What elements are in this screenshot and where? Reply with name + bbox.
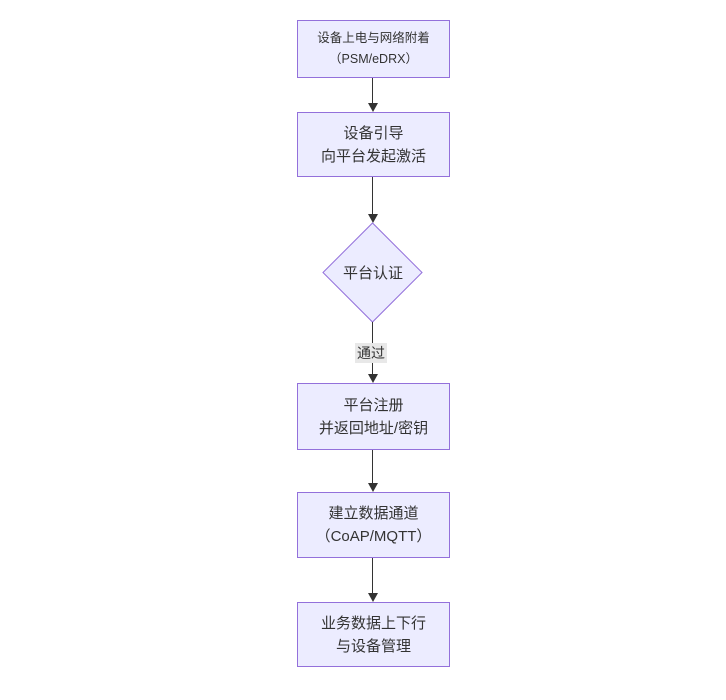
- edge-line: [372, 558, 373, 593]
- arrowhead-icon: [368, 103, 378, 112]
- node-business-data-mgmt: 业务数据上下行 与设备管理: [297, 602, 450, 667]
- node-text-line: 向平台发起激活: [320, 147, 426, 165]
- node-text-line: （CoAP/MQTT）: [315, 528, 432, 545]
- arrowhead-icon: [368, 374, 378, 383]
- node-text-line: 业务数据上下行: [320, 614, 426, 632]
- node-platform-register: 平台注册 并返回地址/密钥: [297, 383, 450, 450]
- edge-line: [372, 78, 373, 104]
- node-data-channel: 建立数据通道 （CoAP/MQTT）: [297, 492, 450, 558]
- node-power-network-attach: 设备上电与网络附着 （PSM/eDRX）: [297, 20, 450, 78]
- node-text-line: 平台认证: [342, 265, 403, 282]
- arrowhead-icon: [368, 593, 378, 602]
- node-text-line: 平台注册: [343, 396, 404, 414]
- edge-line: [372, 450, 373, 483]
- arrowhead-icon: [368, 483, 378, 492]
- edge-line: [372, 177, 373, 215]
- node-text-line: 建立数据通道: [328, 505, 419, 522]
- node-text-line: 设备引导: [343, 124, 404, 142]
- node-text-line: 并返回地址/密钥: [318, 419, 429, 437]
- node-text-line: 设备上电与网络附着: [317, 31, 430, 45]
- node-text-line: （PSM/eDRX）: [329, 52, 418, 66]
- node-device-bootstrap: 设备引导 向平台发起激活: [297, 112, 450, 177]
- arrowhead-icon: [368, 214, 378, 223]
- edge-label-pass: 通过: [355, 343, 387, 363]
- decision-platform-auth: 平台认证: [322, 223, 424, 322]
- node-text-line: 与设备管理: [335, 637, 411, 655]
